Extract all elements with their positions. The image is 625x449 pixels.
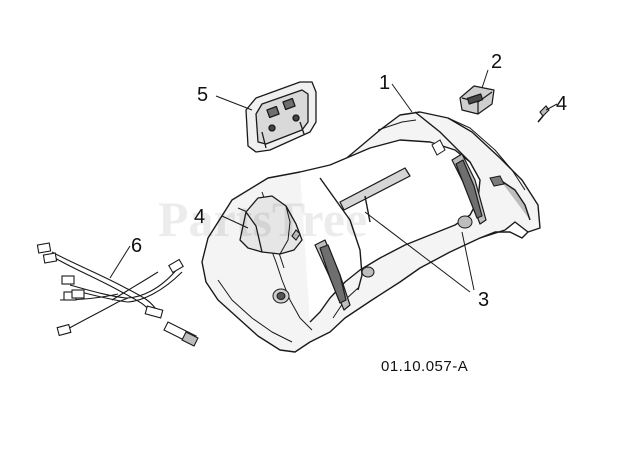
callout-4-screw-right[interactable]: 4	[556, 93, 568, 115]
callout-4-screw-left[interactable]: 4	[194, 206, 206, 228]
screw-part[interactable]	[291, 105, 550, 241]
drawing-id: 01.10.057-A	[381, 358, 469, 375]
left-bracket	[239, 195, 303, 255]
callout-6[interactable]: 6	[131, 235, 143, 257]
control-panel-part[interactable]	[245, 81, 317, 153]
switch-module-part[interactable]	[459, 85, 495, 115]
callout-5[interactable]: 5	[197, 84, 209, 106]
slot-inserts-part[interactable]	[314, 153, 487, 311]
housing-details	[272, 139, 505, 304]
leader-lines	[109, 69, 558, 293]
wire-harness-part[interactable]	[36, 242, 199, 347]
callout-2[interactable]: 2	[491, 51, 503, 73]
callout-3[interactable]: 3	[478, 289, 490, 311]
callout-1[interactable]: 1	[379, 72, 391, 94]
watermark: PartsTree	[158, 191, 368, 247]
